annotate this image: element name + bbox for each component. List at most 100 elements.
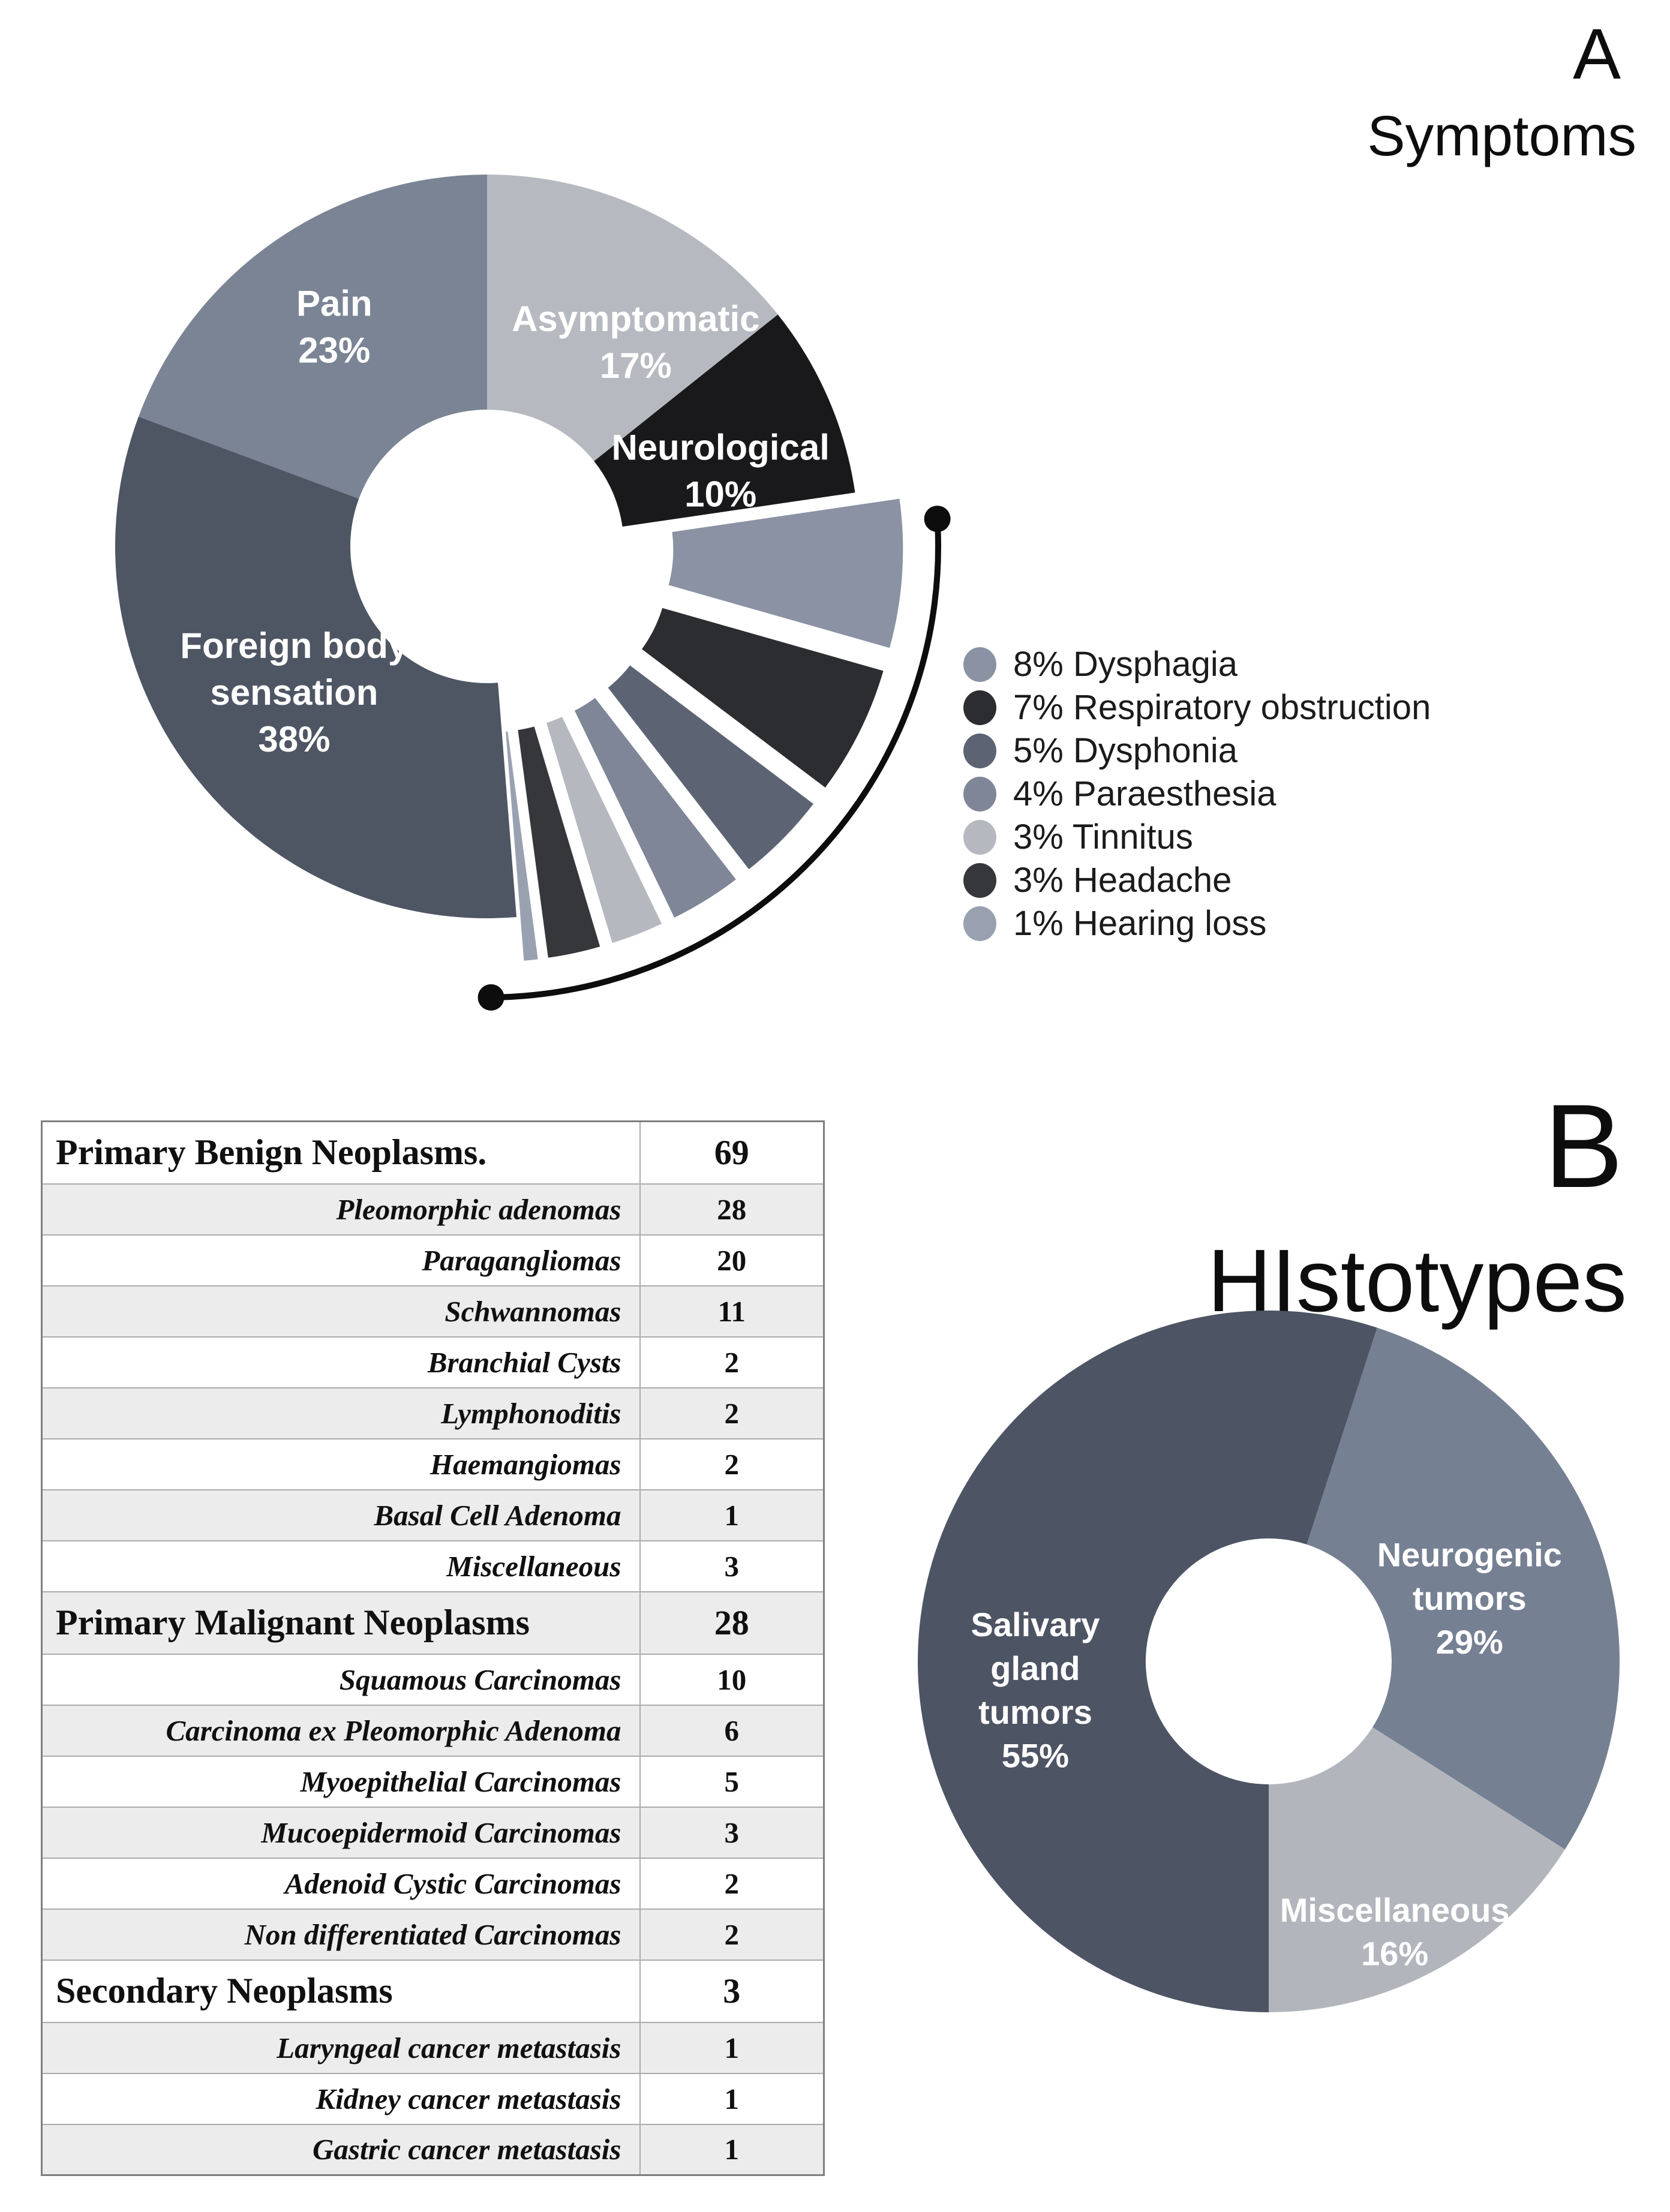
legend-label: 7% Respiratory obstruction [1013, 688, 1431, 727]
row-count: 10 [639, 1653, 825, 1706]
bracket-end-dot [924, 506, 951, 533]
pie-slice-salivary-gland-tumors [917, 1310, 1377, 2012]
row-count: 3 [639, 1540, 825, 1592]
pie-slice-asymptomatic [487, 175, 778, 461]
pie-slice-hearing-loss [500, 726, 544, 967]
legend-swatch-icon [963, 777, 996, 812]
row-label: Haemangiomas [41, 1438, 641, 1490]
pie-slice-dysphonia [601, 659, 820, 876]
pie-slice-foreign-body-sensation [115, 416, 517, 918]
legend-label: 3% Tinnitus [1013, 818, 1193, 856]
legend-label: 1% Hearing loss [1013, 904, 1267, 943]
row-label: Schwannomas [41, 1285, 641, 1338]
pie-slice-miscellaneous [1269, 1727, 1565, 2012]
legend-label: 3% Headache [1013, 861, 1232, 900]
row-label: Pleomorphic adenomas [41, 1183, 641, 1236]
row-label: Myoepithelial Carcinomas [41, 1755, 641, 1808]
row-label: Gastric cancer metastasis [41, 2123, 641, 2176]
panel-a-title: Symptoms [1367, 104, 1636, 168]
legend-swatch-icon [963, 690, 996, 725]
row-label: Primary Malignant Neoplasms [41, 1591, 641, 1655]
row-label: Miscellaneous [41, 1540, 641, 1592]
pie-slice-pain [138, 175, 487, 499]
table-row: Primary Benign Neoplasms.69 [41, 1120, 825, 1185]
pie-slice-headache [512, 720, 606, 964]
row-count: 2 [639, 1387, 825, 1439]
pie-slice-paraesthesia [568, 691, 743, 924]
pie-slice-neurological [594, 314, 855, 527]
row-label: Adenoid Cystic Carcinomas [41, 1857, 641, 1910]
row-count: 2 [639, 1908, 825, 1961]
row-count: 5 [639, 1755, 825, 1808]
pie-slice-tinnitus [540, 710, 668, 949]
row-label: Paragangliomas [41, 1234, 641, 1287]
row-label: Lymphonoditis [41, 1387, 641, 1439]
row-count: 6 [639, 1704, 825, 1757]
legend-item-hearing-loss: 1% Hearing loss [963, 902, 1431, 945]
panel-b-label: B [1543, 1080, 1623, 1212]
row-count: 2 [639, 1438, 825, 1490]
row-count: 1 [639, 2072, 825, 2125]
row-count: 20 [639, 1234, 825, 1287]
legend-swatch-icon [963, 863, 996, 898]
row-count: 3 [639, 1806, 825, 1859]
legend-swatch-icon [963, 906, 996, 941]
row-label: Laryngeal cancer metastasis [41, 2021, 641, 2074]
row-label: Branchial Cysts [41, 1336, 641, 1388]
row-count: 28 [639, 1183, 825, 1236]
row-count: 2 [639, 1857, 825, 1910]
row-count: 28 [639, 1591, 825, 1655]
histotypes-table: Primary Benign Neoplasms.69 Pleomorphic … [41, 1120, 825, 2176]
legend-label: 4% Paraesthesia [1013, 774, 1276, 813]
small-slices-bracket-arc [488, 516, 942, 1000]
legend-swatch-icon [963, 820, 996, 855]
row-label: Primary Benign Neoplasms. [41, 1120, 641, 1185]
legend-item-tinnitus: 3% Tinnitus [963, 816, 1431, 859]
row-label: Kidney cancer metastasis [41, 2072, 641, 2125]
symptoms-legend: 8% Dysphagia 7% Respiratory obstruction … [963, 643, 1431, 945]
panel-b-title: HIstotypes [1207, 1231, 1627, 1330]
row-count: 2 [639, 1336, 825, 1388]
row-count: 3 [639, 1959, 825, 2023]
row-count: 1 [639, 1489, 825, 1541]
legend-label: 5% Dysphonia [1013, 731, 1238, 770]
row-label: Basal Cell Adenoma [41, 1489, 641, 1541]
legend-swatch-icon [963, 647, 996, 682]
row-label: Squamous Carcinomas [41, 1653, 641, 1706]
row-count: 11 [639, 1285, 825, 1338]
row-label: Secondary Neoplasms [41, 1959, 641, 2023]
legend-item-paraesthesia: 4% Paraesthesia [963, 773, 1431, 816]
row-label: Mucoepidermoid Carcinomas [41, 1806, 641, 1859]
legend-item-dysphagia: 8% Dysphagia [963, 643, 1431, 686]
legend-item-respiratory-obstruction: 7% Respiratory obstruction [963, 686, 1431, 729]
row-label: Non differentiated Carcinomas [41, 1908, 641, 1961]
panel-a-label: A [1572, 14, 1621, 94]
pie-slice-neurogenic-tumors [1306, 1327, 1620, 1850]
